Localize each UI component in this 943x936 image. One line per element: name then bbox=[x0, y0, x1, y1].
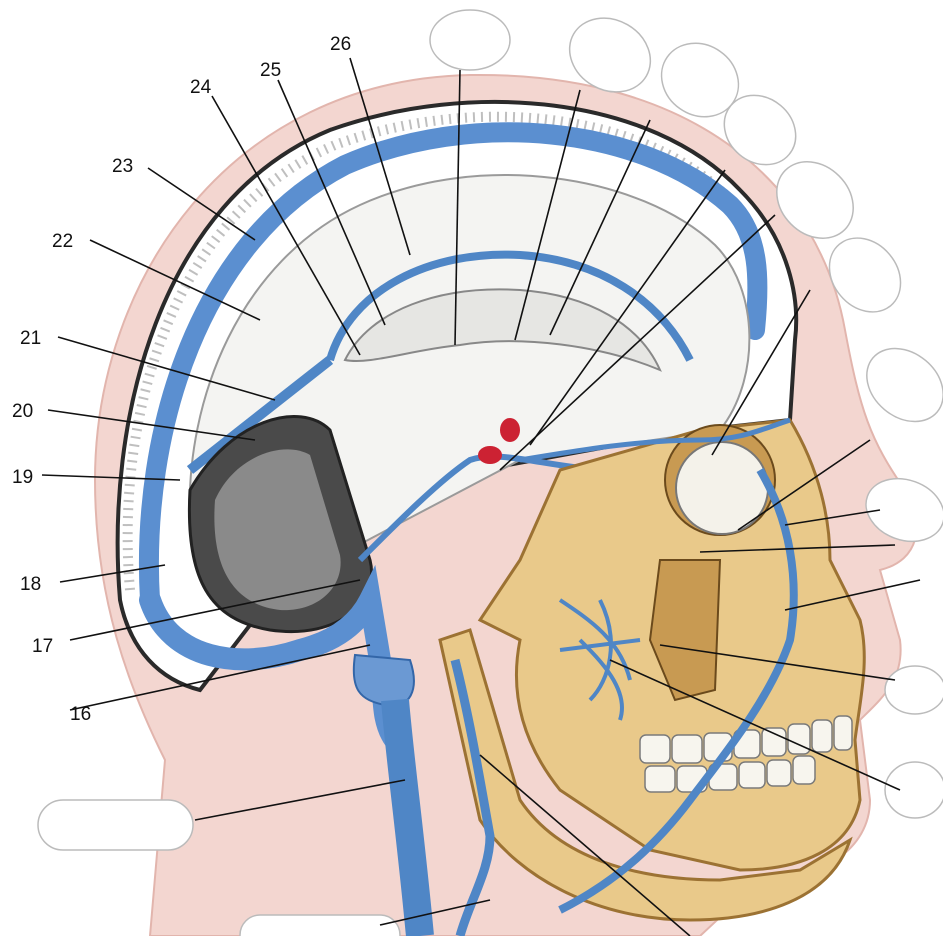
blank-answer-box bbox=[885, 666, 943, 714]
pituitary-red-body-2 bbox=[478, 446, 502, 464]
label-16: 16 bbox=[70, 704, 91, 725]
label-21: 21 bbox=[20, 328, 41, 349]
label-23: 23 bbox=[112, 156, 133, 177]
blank-answer-box bbox=[240, 915, 400, 936]
label-24: 24 bbox=[190, 77, 212, 98]
label-22: 22 bbox=[52, 231, 73, 252]
label-25: 25 bbox=[260, 60, 281, 81]
eyeball bbox=[676, 442, 768, 534]
label-18: 18 bbox=[20, 574, 41, 595]
pituitary-red-body-1 bbox=[500, 418, 520, 442]
blank-answer-box bbox=[885, 762, 943, 818]
label-19: 19 bbox=[12, 467, 33, 488]
label-26: 26 bbox=[330, 34, 351, 55]
blank-answer-box bbox=[430, 10, 510, 70]
label-17: 17 bbox=[32, 636, 53, 657]
blank-answer-box bbox=[38, 800, 193, 850]
label-20: 20 bbox=[12, 401, 33, 422]
